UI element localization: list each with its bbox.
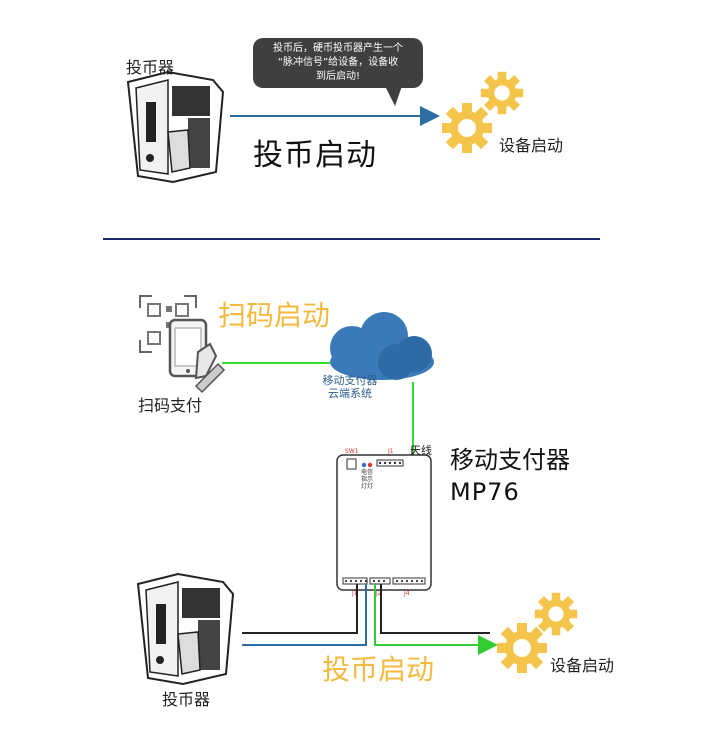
mp76-board	[336, 454, 432, 591]
top-coin-acceptor-label: 投币器	[126, 58, 175, 77]
bottom-coin-acceptor-icon	[137, 573, 234, 685]
bottom-device-start-label: 设备启动	[550, 656, 615, 675]
board-j4-label: J4	[403, 590, 410, 597]
bottom-gear-large-icon	[497, 623, 547, 673]
top-coin-acceptor-icon	[127, 71, 224, 183]
bubble-tail	[385, 86, 402, 106]
coin-wire-blue	[242, 584, 367, 646]
cloud-label-line-2: 云端系统	[328, 387, 372, 400]
cloud-label: 移动支付器 云端系统	[310, 374, 390, 400]
bottom-coin-caption: 投币启动	[322, 653, 435, 686]
top-gear-large-icon	[442, 103, 492, 153]
bubble-line-1: 投币后，硬币投币器产生一个	[273, 43, 403, 54]
info-bubble: 投币后，硬币投币器产生一个 “脉冲信号”给设备，设备收 到后启动!	[253, 38, 423, 88]
device-name: 移动支付器	[450, 446, 570, 474]
bottom-coin-acceptor-label: 投币器	[162, 690, 211, 709]
device-model: MP76	[450, 478, 520, 506]
antenna-label: 天线	[410, 444, 432, 457]
device-wire-green	[374, 584, 498, 655]
scan-phone-icon	[139, 295, 226, 394]
top-main-caption: 投币启动	[253, 138, 377, 173]
bottom-gear-small-icon	[534, 592, 578, 636]
top-device-start-label: 设备启动	[499, 136, 564, 155]
bubble-line-2: “脉冲信号”给设备，设备收	[277, 57, 399, 68]
board-j1-top-label: J1	[387, 448, 394, 455]
cloud-label-line-1: 移动支付器	[322, 374, 378, 387]
top-gear-small-icon	[480, 71, 524, 115]
device-wire-black	[380, 584, 490, 634]
scan-caption: 扫码启动	[218, 299, 331, 332]
board-led-label-1: 电信	[361, 468, 373, 476]
coin-wire-black	[242, 584, 358, 634]
board-led-label-3: 灯灯	[361, 482, 373, 490]
bubble-line-3: 到后启动!	[315, 71, 360, 82]
scan-pay-label: 扫码支付	[138, 396, 203, 415]
cloud-icon	[330, 312, 434, 380]
board-j2-label: J2	[375, 590, 382, 597]
board-led-label-2: 指示	[361, 475, 373, 483]
board-sw1-label: SW1	[345, 448, 359, 455]
board-j1-label: J1	[351, 590, 358, 597]
